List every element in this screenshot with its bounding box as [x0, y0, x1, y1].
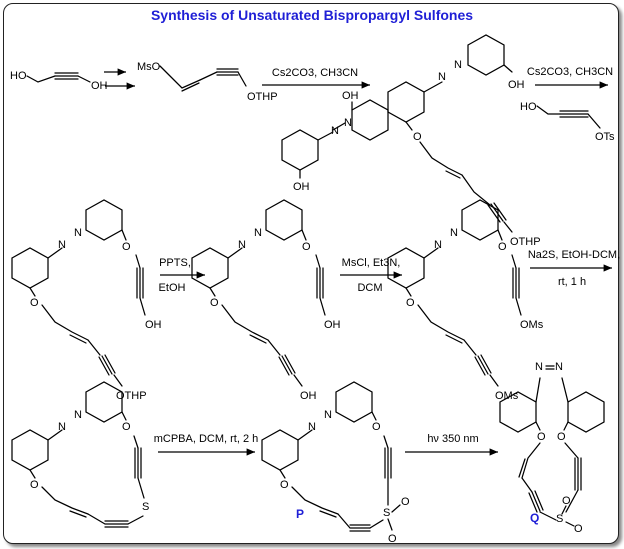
tosyl-butynol: HO OTs	[520, 101, 615, 143]
azo-bismesylate: N N O OMs O OMs	[387, 199, 544, 402]
reagent-5a: Na2S, EtOH-DCM,	[528, 249, 620, 261]
sulfone-o-2: O	[388, 533, 397, 545]
oh-label-7: OH	[324, 319, 341, 331]
n-label-16: N	[555, 361, 563, 373]
o-label-6: O	[406, 297, 415, 309]
othp-label-1: OTHP	[247, 91, 278, 103]
reagent-1: Cs2CO3, CH3CN	[272, 67, 358, 79]
reagent-6: mCPBA, DCM, rt, 2 h	[154, 433, 259, 445]
sulfone-q: N N O O S O O Q	[499, 361, 605, 535]
sulfone-o-1: O	[401, 496, 410, 508]
s-label: S	[142, 501, 149, 513]
n-label-15: N	[535, 361, 543, 373]
o-label-11: O	[372, 421, 381, 433]
n-label-12: N	[74, 409, 82, 421]
oh-label-6: OH	[300, 390, 317, 402]
o-label-13: O	[557, 431, 566, 443]
sulfide-macrocycle: N N O S O	[11, 381, 149, 528]
oh-label: OH	[91, 80, 108, 92]
o-label-8: O	[30, 479, 39, 491]
azo-bisether-diol: N N O OH O OH	[191, 199, 341, 402]
n-label-1: N	[331, 125, 339, 137]
o-label-3: O	[122, 241, 131, 253]
ho-label-2: HO	[520, 101, 537, 113]
ho-label: HO	[10, 70, 27, 82]
n-label-6: N	[74, 227, 82, 239]
mesylate-enyne: MsO OTHP	[104, 61, 278, 103]
oh-label-3: OH	[342, 90, 359, 102]
sulfone-o-4: O	[574, 523, 583, 535]
reagent-4b: DCM	[357, 282, 382, 294]
o-label-10: O	[280, 479, 289, 491]
oh-label-5: OH	[145, 319, 162, 331]
n-label-7: N	[238, 239, 246, 251]
oms-label-2: OMs	[520, 319, 544, 331]
sulfone-o-3: O	[562, 495, 571, 507]
n-label-14: N	[324, 409, 332, 421]
oh-label-2: OH	[293, 181, 310, 193]
othp-label-2: OTHP	[510, 236, 541, 248]
n-label-10: N	[450, 227, 458, 239]
compound-label-p: P	[296, 507, 304, 521]
azo-bisether-othp: N N O OTHP O OH	[11, 199, 162, 402]
reagent-2: Cs2CO3, CH3CN	[527, 66, 613, 78]
o-label-9: O	[122, 421, 131, 433]
n-label-2: N	[344, 117, 352, 129]
o-label-2: O	[30, 297, 39, 309]
mso-label: MsO	[137, 61, 161, 73]
dihydroxyazobenzene: OH N N OH	[281, 90, 389, 193]
n-label-8: N	[254, 227, 262, 239]
o-label-5: O	[302, 241, 311, 253]
o-label-12: O	[537, 431, 546, 443]
azo-enyne-othp: N N OH O OTHP	[387, 34, 541, 248]
n-label-5: N	[58, 239, 66, 251]
sulfone-p: N N O S O O O P	[261, 381, 410, 545]
o-label-4: O	[210, 297, 219, 309]
n-label-4: N	[454, 59, 462, 71]
reagent-7: hν 350 nm	[427, 433, 478, 445]
s-label-p: S	[383, 507, 390, 519]
n-label-3: N	[438, 71, 446, 83]
othp-label-3: OTHP	[116, 390, 147, 402]
o-label-1: O	[413, 131, 422, 143]
n-label-13: N	[308, 421, 316, 433]
ots-label: OTs	[595, 131, 615, 143]
reagent-3a: PPTS,	[159, 257, 191, 269]
o-label-7: O	[498, 241, 507, 253]
oms-label-1: OMs	[495, 390, 519, 402]
butynediol: HO OH	[10, 70, 108, 92]
reagent-4a: MsCl, Et3N,	[342, 257, 401, 269]
n-label-9: N	[434, 239, 442, 251]
oh-label-4: OH	[508, 79, 525, 91]
n-label-11: N	[58, 421, 66, 433]
reagent-5b: rt, 1 h	[558, 276, 586, 288]
reagent-3b: EtOH	[159, 282, 186, 294]
s-label-q: S	[556, 513, 563, 525]
compound-label-q: Q	[530, 511, 539, 525]
scheme-title: Synthesis of Unsaturated Bispropargyl Su…	[151, 7, 473, 23]
